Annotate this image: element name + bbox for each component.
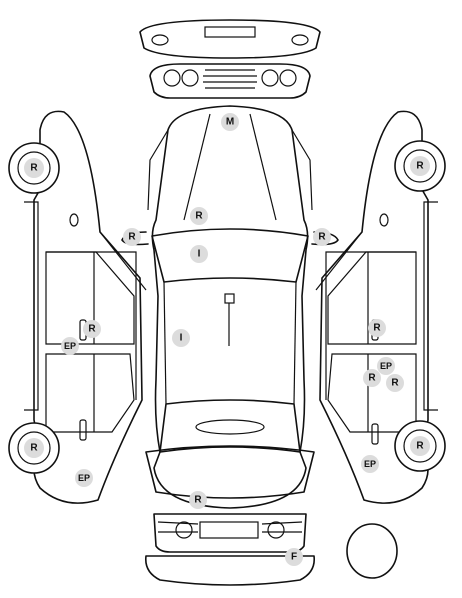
marker-wheel-right-rear: R — [410, 436, 430, 456]
damage-markers: R R R EP EP M R R R I I R F R R R EP R R… — [24, 113, 430, 566]
marker-door-left-front: R — [83, 320, 101, 338]
marker-fender-left-rear: EP — [75, 469, 93, 487]
svg-text:R: R — [30, 443, 38, 454]
rear-bumper-view — [144, 555, 316, 586]
svg-text:R: R — [368, 373, 376, 384]
svg-text:EP: EP — [78, 473, 90, 483]
marker-fender-right-rear: EP — [361, 455, 379, 473]
svg-text:R: R — [373, 323, 381, 334]
front-bumper-view — [139, 19, 321, 59]
marker-wheel-left-rear: R — [24, 438, 44, 458]
car-top-view — [121, 105, 339, 509]
rear-grille — [153, 513, 307, 553]
svg-text:R: R — [318, 232, 326, 243]
marker-cowl: R — [190, 207, 208, 225]
marker-sill-left: EP — [61, 337, 79, 355]
svg-text:I: I — [198, 249, 201, 260]
marker-door-right-rear-a: R — [363, 369, 381, 387]
svg-text:R: R — [88, 324, 96, 335]
spare-wheel — [346, 523, 398, 579]
svg-text:R: R — [416, 161, 424, 172]
marker-wheel-left-front: R — [24, 158, 44, 178]
svg-text:R: R — [30, 163, 38, 174]
marker-wheel-right-front: R — [410, 156, 430, 176]
svg-text:EP: EP — [64, 341, 76, 351]
marker-windshield: I — [190, 245, 208, 263]
marker-roof: I — [172, 329, 190, 347]
marker-hood: M — [221, 113, 239, 131]
marker-door-right-front: R — [368, 319, 386, 337]
svg-text:R: R — [128, 232, 136, 243]
marker-door-right-rear-b: R — [386, 374, 404, 392]
svg-text:EP: EP — [364, 459, 376, 469]
marker-door-right-rear-top: EP — [377, 357, 395, 375]
marker-mirror-right: R — [313, 228, 331, 246]
svg-text:R: R — [195, 211, 203, 222]
svg-text:EP: EP — [380, 361, 392, 371]
marker-rear-bumper: F — [285, 548, 303, 566]
marker-trunk: R — [189, 491, 207, 509]
svg-text:M: M — [226, 117, 234, 128]
front-grille — [149, 63, 311, 99]
svg-text:I: I — [180, 333, 183, 344]
svg-text:F: F — [291, 552, 297, 563]
marker-mirror-left: R — [123, 228, 141, 246]
svg-text:R: R — [416, 441, 424, 452]
car-right-side — [315, 110, 446, 504]
svg-text:R: R — [194, 495, 202, 506]
svg-text:R: R — [391, 378, 399, 389]
